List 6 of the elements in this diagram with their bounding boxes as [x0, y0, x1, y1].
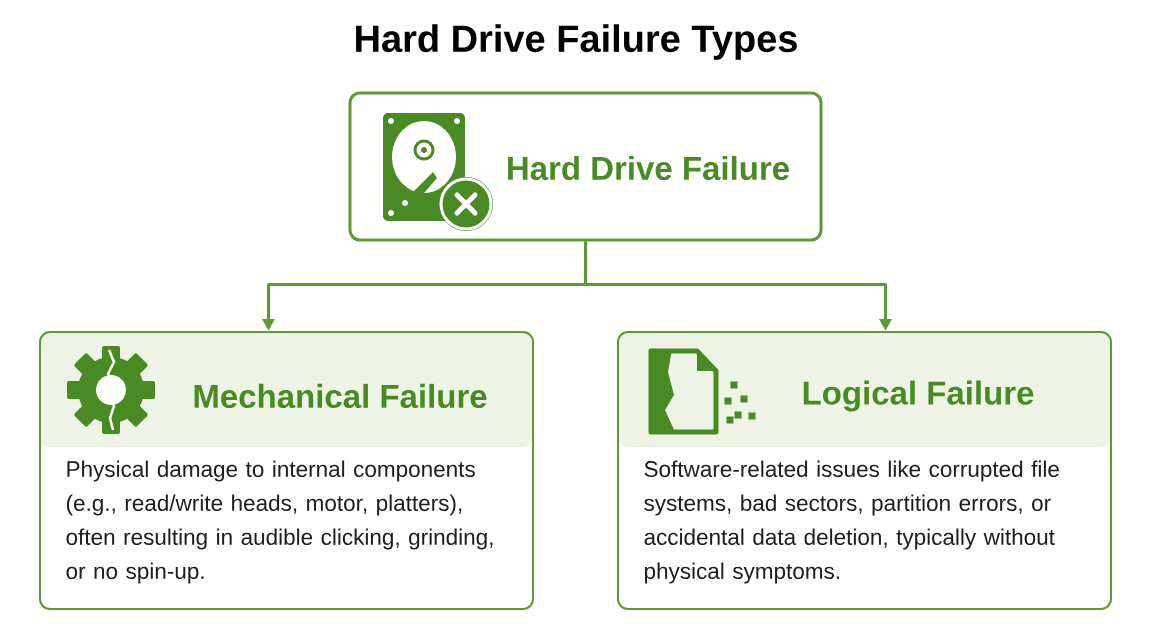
heading: Logical Failure — [803, 380, 1034, 412]
heading: Mechanical Failure — [194, 383, 487, 409]
description: Physical damage to internal components (e.g., read/write heads, motor, platters), often resulting in audible clicking, grinding, or no spin-up. — [66, 460, 493, 584]
title: Hard Drive Failure Types — [356, 24, 797, 60]
heading: Hard Drive Failure — [508, 155, 789, 181]
description: Software-related issues like corrupted file systems, bad sectors, partition errors, or accidental data deletion, typically without physical symptoms. — [644, 460, 1059, 584]
